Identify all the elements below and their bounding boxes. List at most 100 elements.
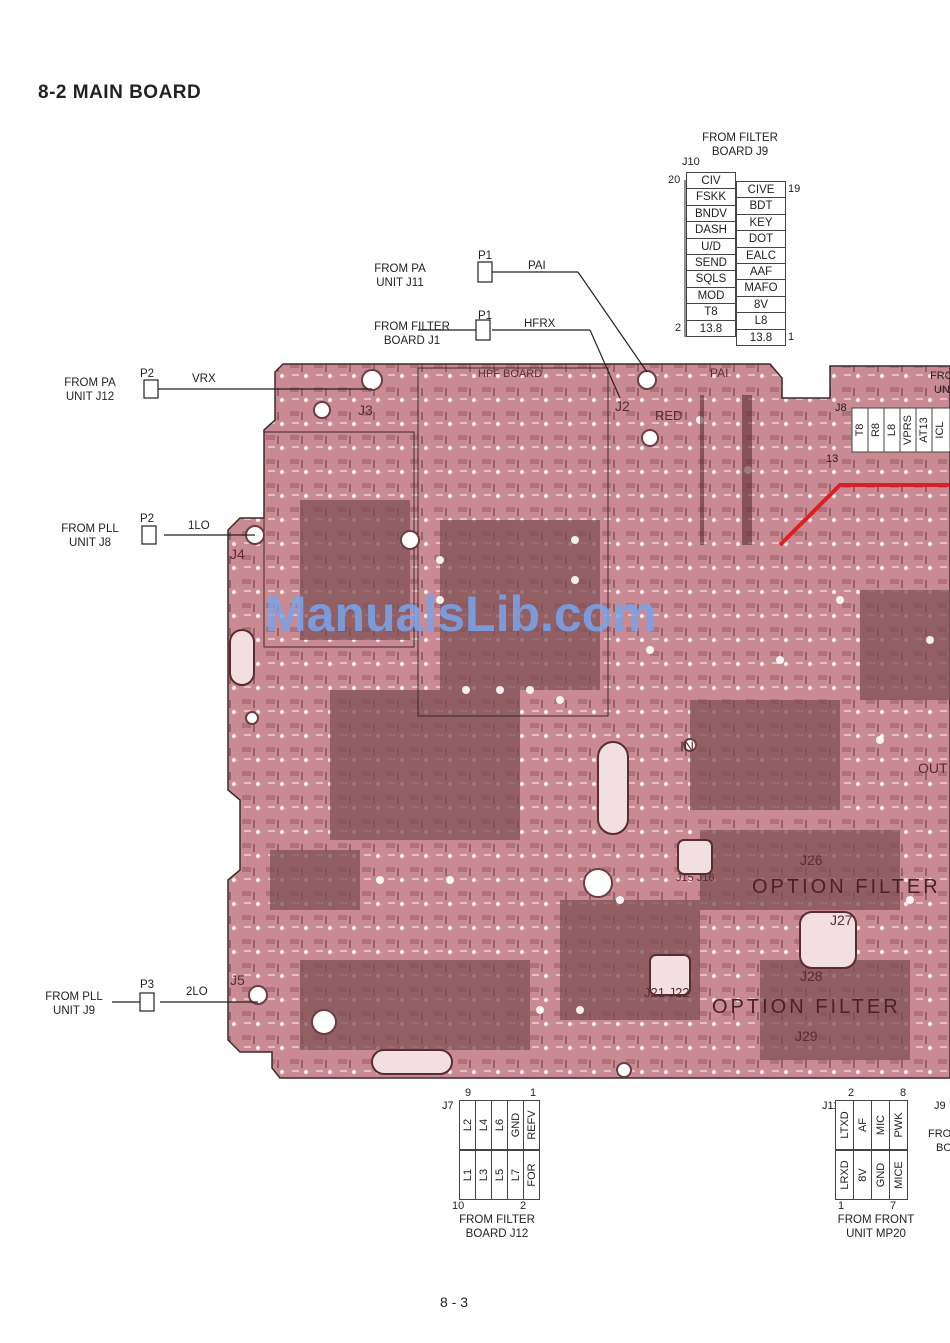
option-filter-label-1: OPTION FILTER — [752, 876, 941, 898]
j7-pin-cell: L6 — [491, 1100, 508, 1150]
crystal-3 — [229, 629, 255, 686]
j8-name: J8 — [835, 402, 847, 414]
red-board-label: RED — [655, 408, 683, 423]
j7-pin: 9 — [465, 1087, 472, 1099]
j11-name: J11 — [822, 1100, 839, 1112]
j10-pin-cell: DASH — [686, 221, 736, 239]
left-plugs — [139, 379, 159, 1012]
j21-j22-board-label: J21 J22 — [644, 985, 690, 1000]
j10-pin: 20 — [668, 174, 681, 186]
top-wires — [418, 271, 648, 399]
j15-pad — [677, 839, 713, 875]
j11-pin-cell: LTXD — [835, 1100, 854, 1150]
j5-board-label: J5 — [230, 972, 245, 988]
plug-label: P3 — [140, 979, 155, 991]
j8-pin-cell: L8 — [886, 423, 898, 437]
j10-pin-cell: MOD — [686, 286, 736, 305]
j7-pin-cell: L7 — [507, 1150, 524, 1200]
left-wires — [112, 388, 372, 1003]
j7-pin-cell: L3 — [475, 1150, 492, 1200]
j11-pin: 7 — [890, 1200, 897, 1212]
j9-unit-partial: BO — [936, 1142, 950, 1154]
j28-board-label: J28 — [800, 968, 823, 984]
j10-pin-cell: FSKK — [686, 188, 736, 206]
option-pad — [799, 911, 857, 969]
j9-name: J9 — [934, 1100, 946, 1112]
j11-pin-cell: LRXD — [835, 1150, 854, 1200]
signal-label: VRX — [192, 373, 216, 385]
plug-label: P1 — [478, 250, 493, 262]
j8-pin-cell: AT13 — [918, 417, 930, 443]
j11-pin-cell: GND — [871, 1150, 890, 1200]
j10-pin-cell: BNDV — [686, 204, 736, 223]
pai-pin-column — [700, 395, 752, 545]
j3-board-label: J3 — [358, 402, 373, 418]
j8-pin-cell: VPRS — [902, 415, 914, 445]
pai-board-label: PAI — [710, 366, 729, 380]
plug-label: P2 — [140, 513, 155, 525]
signal-label: PAI — [528, 260, 546, 272]
j7-name: J7 — [442, 1100, 454, 1112]
j7-pin-cell: L1 — [459, 1150, 476, 1200]
j8-pin-cell: T8 — [854, 423, 866, 437]
j7-pin: 1 — [530, 1087, 537, 1099]
j11-pin-cell: MIC — [871, 1100, 890, 1150]
j7-pin-cell: L5 — [491, 1150, 508, 1200]
j10-pin-cell: CIV — [686, 172, 736, 190]
j10-pin-cell: CIVE — [736, 181, 786, 199]
j9-from-partial: FRO — [928, 1128, 950, 1140]
j10-pin: 19 — [788, 183, 801, 195]
copper-planes — [270, 500, 950, 1060]
mounting-holes — [245, 369, 697, 1078]
top-plugs — [475, 261, 493, 341]
red-traces — [778, 483, 950, 547]
in-board-label: IN — [680, 738, 694, 754]
j11-pin: 8 — [900, 1087, 907, 1099]
j11-pin-cell: MICE — [889, 1150, 908, 1200]
j7-pin-cell: REFV — [523, 1100, 540, 1150]
option-filter-label-2: OPTION FILTER — [712, 996, 901, 1018]
j27-board-label: J27 — [830, 912, 853, 928]
j7-pin: 2 — [520, 1200, 527, 1212]
page-number: 8 - 3 — [440, 1294, 469, 1310]
signal-label: 1LO — [188, 520, 210, 532]
j29-board-label: J29 — [795, 1028, 818, 1044]
j7-pin-cell: FOR — [523, 1150, 540, 1200]
j10-pin-cell: SQLS — [686, 270, 736, 288]
vias — [376, 416, 934, 1014]
j10-pin-cell: DOT — [736, 230, 786, 248]
j10-name: J10 — [682, 156, 700, 168]
hpf-board-label: HPF BOARD — [478, 368, 543, 380]
j10-pin-cell: SEND — [686, 254, 736, 272]
j10-pin-cell: 13.8 — [686, 319, 736, 337]
j4-board-label: J4 — [230, 546, 245, 562]
plug-label: P1 — [478, 310, 493, 322]
j10-pin-cell: EALC — [736, 246, 786, 264]
j11-pin-cell: PWK — [889, 1100, 908, 1150]
watermark: ManualsLib.com — [265, 586, 657, 642]
j10-pin-cell: BDT — [736, 197, 786, 215]
j8-pin-cell: R8 — [870, 422, 882, 438]
j10-pin-cell: U/D — [686, 237, 736, 255]
j10-pin-cell: 13.8 — [736, 328, 786, 346]
j26-board-label: J26 — [800, 852, 823, 868]
crystal-1 — [597, 741, 629, 835]
j10-pin-cell: KEY — [736, 213, 786, 232]
j7-pin-cell: L2 — [459, 1100, 476, 1150]
j8-pin-cell: ICL — [934, 421, 946, 439]
j8-from-partial: FRO — [930, 370, 950, 382]
crystal-2 — [371, 1049, 453, 1075]
j7-pin-cell: GND — [507, 1100, 524, 1150]
j21-pad — [649, 954, 691, 996]
j10-pin: 2 — [675, 322, 682, 334]
signal-label: 2LO — [186, 986, 208, 998]
j11-pin-cell: AF — [853, 1100, 872, 1150]
j8-dividers — [867, 408, 933, 452]
j7-pin: 10 — [452, 1200, 465, 1212]
